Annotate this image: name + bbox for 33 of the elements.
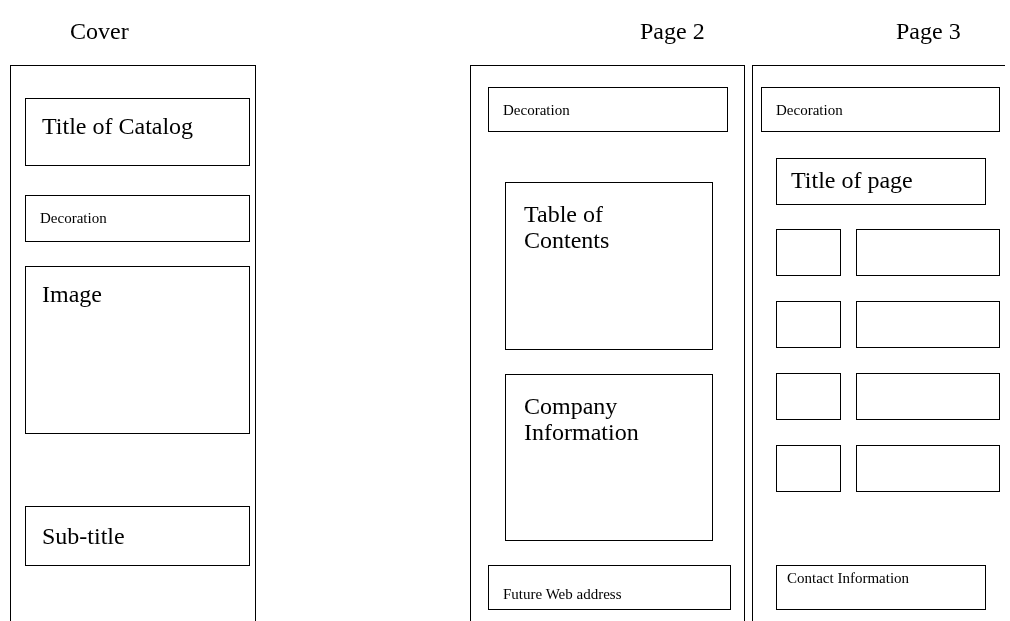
layout-box: [25, 506, 250, 566]
box-text: Company Information: [524, 393, 640, 446]
placeholder-box: [856, 445, 1000, 492]
placeholder-box: [856, 229, 1000, 276]
box-text: Decoration: [503, 102, 571, 119]
placeholder-box: [776, 445, 841, 492]
layout-box: [776, 158, 986, 205]
placeholder-box: [856, 373, 1000, 420]
page-heading: Page 2: [640, 18, 705, 45]
page-heading: Cover: [70, 18, 129, 45]
placeholder-box: [776, 373, 841, 420]
layout-box: [25, 266, 250, 434]
layout-box: [488, 87, 728, 132]
placeholder-box: [856, 301, 1000, 348]
page-heading: Page 3: [896, 18, 961, 45]
box-text: Decoration: [40, 210, 108, 227]
layout-box: [25, 195, 250, 242]
placeholder-box: [776, 301, 841, 348]
box-text: Title of page: [791, 167, 914, 194]
box-text: Decoration: [776, 102, 844, 119]
box-text: Contact Information: [787, 570, 911, 587]
box-text: Image: [42, 281, 103, 308]
box-text: Title of Catalog: [42, 113, 195, 140]
box-text: Table of Contents: [524, 201, 611, 254]
box-text: Future Web address: [503, 586, 623, 603]
layout-box: [776, 565, 986, 610]
layout-box: [505, 374, 713, 541]
layout-box: [488, 565, 731, 610]
box-text: Sub-title: [42, 523, 126, 550]
layout-box: [761, 87, 1000, 132]
layout-box: [505, 182, 713, 350]
placeholder-box: [776, 229, 841, 276]
layout-box: [25, 98, 250, 166]
